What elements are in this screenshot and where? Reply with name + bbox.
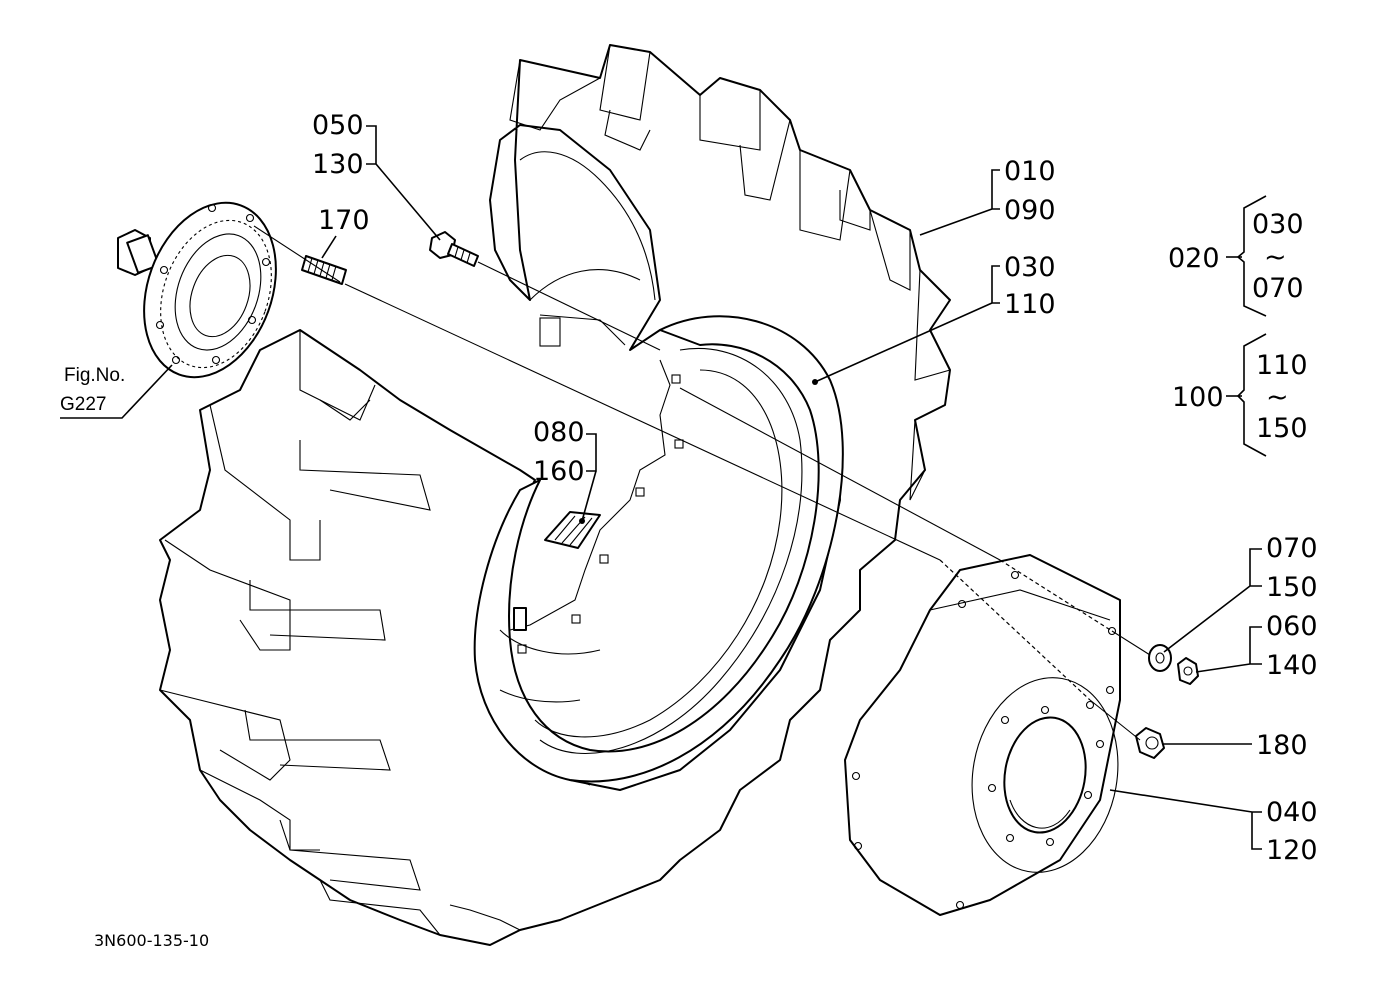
callout-030: 030 (1004, 252, 1056, 283)
hex-nut-large (1135, 727, 1165, 759)
callout-010: 010 (1004, 156, 1056, 187)
callout-090: 090 (1004, 195, 1056, 226)
valve-stem (513, 607, 527, 631)
callout-180: 180 (1256, 730, 1308, 761)
assembly-lines (253, 225, 1151, 741)
callout-110: 110 (1004, 289, 1056, 320)
center-disc (844, 554, 1121, 916)
callout-150: 150 (1266, 572, 1318, 603)
callout-170: 170 (318, 205, 370, 236)
callout-040: 040 (1266, 797, 1318, 828)
callout-080: 080 (533, 417, 585, 448)
hex-nut-small (1177, 657, 1199, 685)
group-100-id: 100 (1172, 382, 1224, 413)
figure-ref-number: G227 (60, 394, 106, 415)
callout-160: 160 (533, 456, 585, 487)
callout-050: 050 (312, 110, 364, 141)
callout-070: 070 (1266, 533, 1318, 564)
callout-060: 060 (1266, 611, 1318, 642)
drawing-code: 3N600-135-10 (94, 931, 209, 950)
callout-140: 140 (1266, 650, 1318, 681)
callout-130: 130 (312, 149, 364, 180)
stud-bolt (301, 255, 347, 285)
axle-flange (117, 201, 277, 379)
warning-label (544, 511, 601, 549)
rim-outer (473, 315, 844, 783)
group-020-id: 020 (1168, 243, 1220, 274)
group-100-from: 110 (1256, 350, 1308, 381)
group-100-tilde: ~ (1266, 382, 1289, 413)
rim-bolt (429, 231, 479, 267)
leader-lines (60, 125, 1267, 850)
callout-120: 120 (1266, 835, 1318, 866)
wheel-rim (473, 315, 844, 783)
figure-ref-label: Fig.No. (64, 365, 125, 386)
group-100-to: 150 (1256, 413, 1308, 444)
group-020-from: 030 (1252, 209, 1304, 240)
group-020-tilde: ~ (1264, 242, 1287, 273)
group-020-to: 070 (1252, 273, 1304, 304)
callout-labels: 050 130 170 Fig.No. G227 010 090 030 110… (60, 110, 1318, 950)
